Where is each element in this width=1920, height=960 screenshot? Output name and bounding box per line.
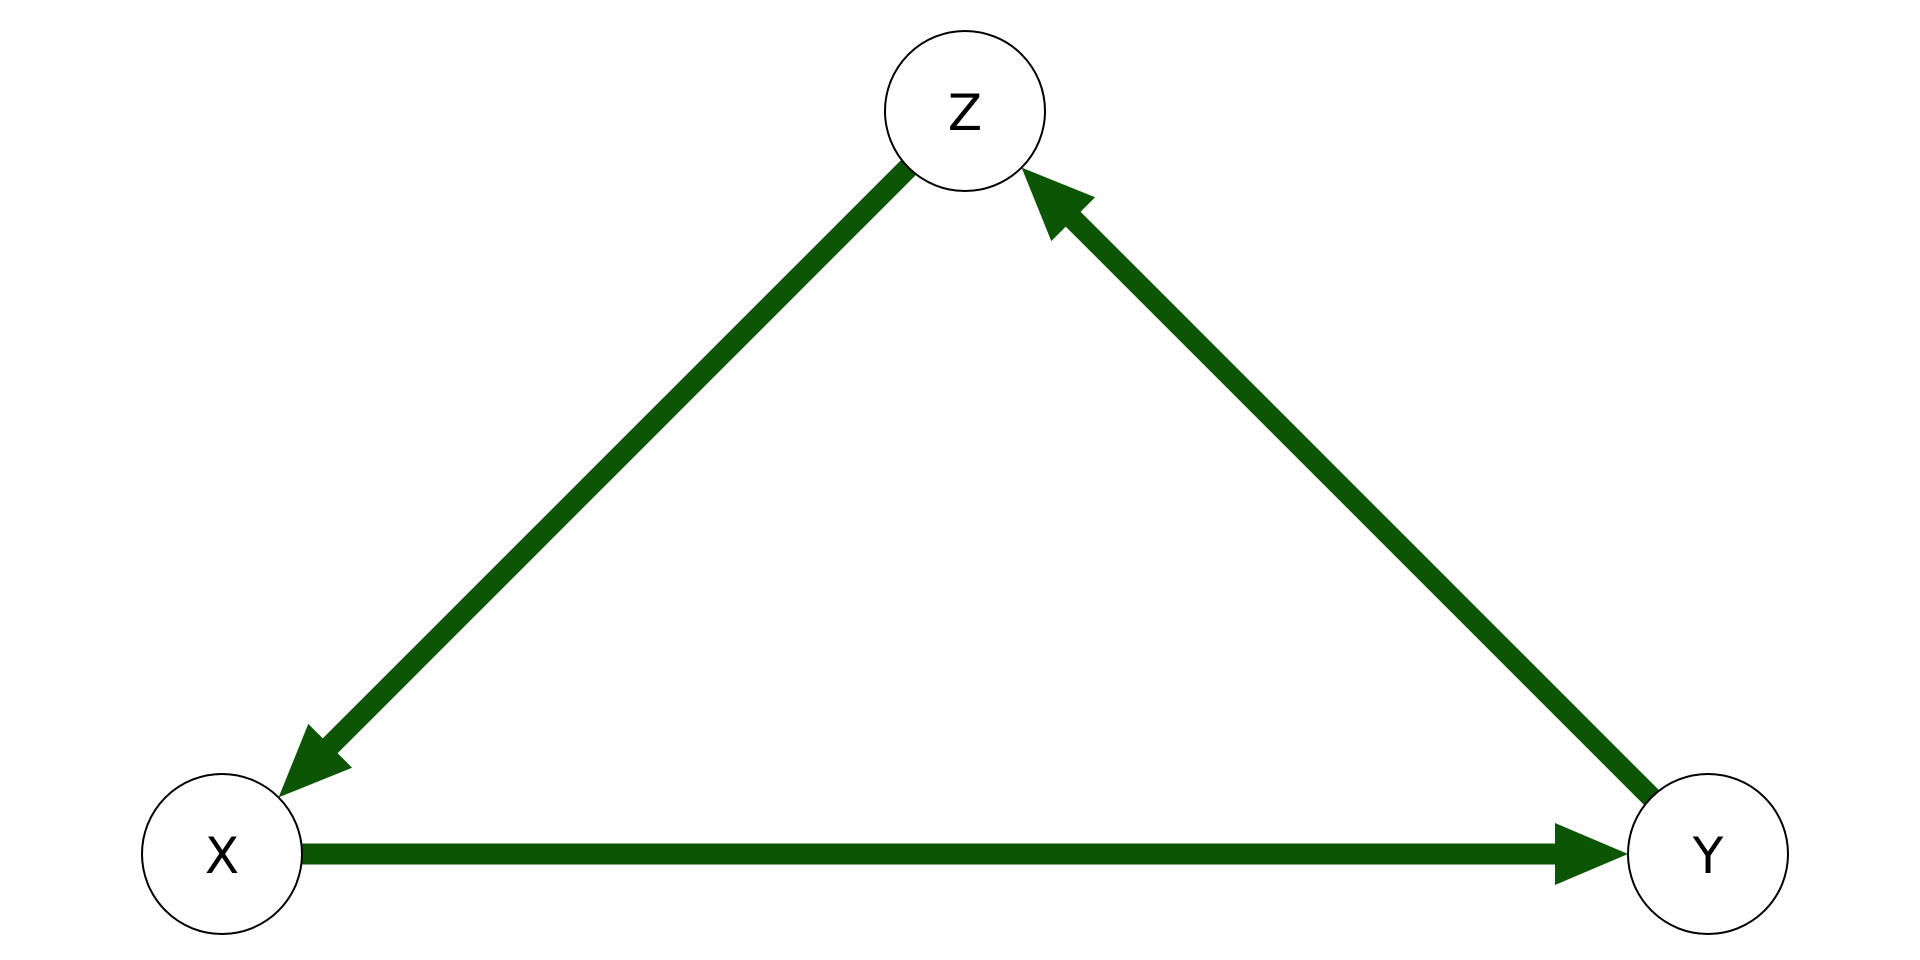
node-x: X bbox=[141, 773, 303, 935]
edges-layer bbox=[278, 160, 1659, 885]
node-label: Z bbox=[948, 84, 982, 142]
edge-x-to-y bbox=[302, 823, 1628, 885]
edge-line bbox=[321, 160, 916, 755]
node-label: Y bbox=[1692, 827, 1724, 885]
node-z: Z bbox=[884, 30, 1046, 192]
arrowhead-icon bbox=[1555, 823, 1628, 885]
node-circle bbox=[884, 30, 1046, 192]
arrowhead-icon bbox=[278, 723, 353, 798]
edge-z-to-x bbox=[278, 160, 916, 798]
node-circle bbox=[141, 773, 303, 935]
nodes-layer: Z X Y bbox=[141, 30, 1789, 935]
edge-y-to-z bbox=[1021, 167, 1659, 805]
node-circle bbox=[1627, 773, 1789, 935]
arrowhead-icon bbox=[1021, 167, 1096, 242]
edge-line bbox=[1064, 210, 1659, 805]
node-label: X bbox=[205, 827, 239, 885]
node-y: Y bbox=[1627, 773, 1789, 935]
